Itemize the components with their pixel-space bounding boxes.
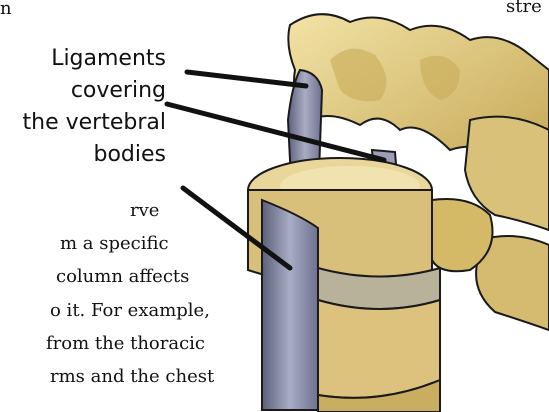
anterior-longitudinal-ligament [262, 200, 318, 410]
body-text-line-6: rms and the chest [50, 364, 214, 390]
callout-label-line-2: covering [71, 76, 166, 106]
vertebral-body-lower [318, 300, 440, 412]
body-text-line-4: o it. For example, [50, 298, 210, 324]
callout-label-line-1: Ligaments [51, 44, 166, 74]
callout-label-line-3: the vertebral [23, 108, 166, 138]
body-text-line-2: m a specific [60, 231, 169, 257]
body-text-line-1: rve [130, 198, 159, 224]
body-text-line-3: column affects [56, 264, 189, 290]
callout-label-line-4: bodies [94, 140, 167, 170]
leader-line-upper [187, 72, 306, 86]
body-text-line-5: from the thoracic [46, 331, 205, 357]
body-text-right-fragment: stre [506, 0, 542, 20]
body-text-top-fragment: n [0, 0, 12, 22]
